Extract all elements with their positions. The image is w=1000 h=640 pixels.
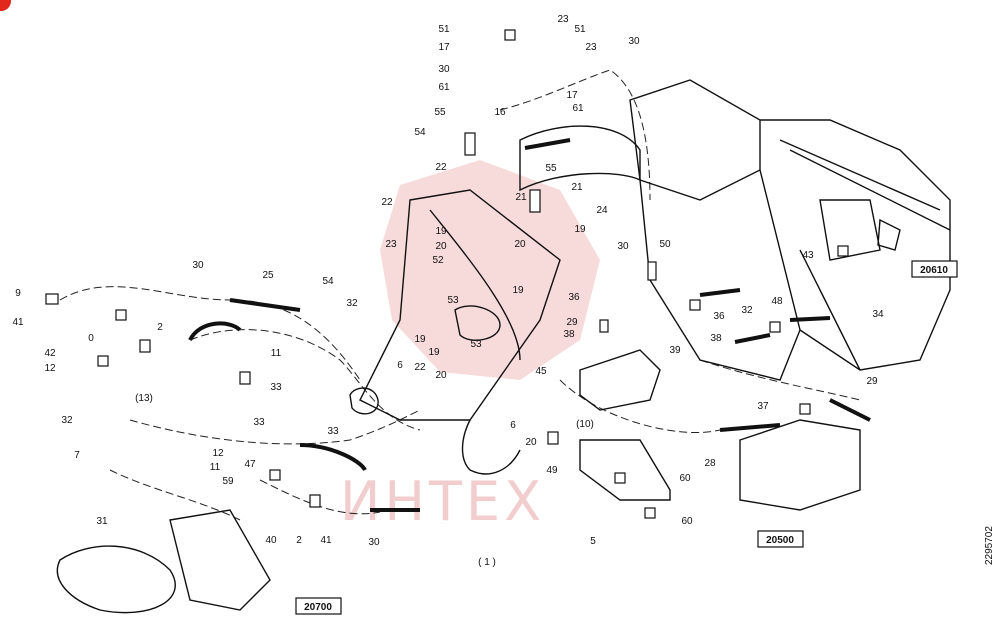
part-label: 47 <box>244 459 256 470</box>
part-label: 51 <box>438 24 450 35</box>
reference-box-20700: 20700 <box>304 602 332 613</box>
part-label: 51 <box>574 24 586 35</box>
part-label: (10) <box>576 419 594 430</box>
part-label: 55 <box>545 163 557 174</box>
part-label: 21 <box>571 182 583 193</box>
part-label: 29 <box>866 376 878 387</box>
part-label: 19 <box>574 224 586 235</box>
part-label: 61 <box>438 82 450 93</box>
part-label: 5 <box>590 536 596 547</box>
part-label: 55 <box>434 107 446 118</box>
part-label: 12 <box>44 363 56 374</box>
part-label: 54 <box>322 276 334 287</box>
part-label: 17 <box>566 90 578 101</box>
reference-box-20500: 20500 <box>766 535 794 546</box>
part-label: 39 <box>669 345 681 356</box>
part-label: 21 <box>515 192 527 203</box>
part-label: 37 <box>757 401 769 412</box>
part-label: 9 <box>15 288 21 299</box>
part-label: 41 <box>320 535 332 546</box>
part-label: 2 <box>296 535 302 546</box>
part-label: 60 <box>681 516 693 527</box>
part-label: 36 <box>568 292 580 303</box>
part-label: 34 <box>872 309 884 320</box>
part-label: 19 <box>414 334 426 345</box>
part-label: 25 <box>262 270 274 281</box>
part-label: 24 <box>596 205 608 216</box>
part-label: 52 <box>432 255 444 266</box>
part-label: 17 <box>438 42 450 53</box>
part-label: 60 <box>679 473 691 484</box>
part-label: 22 <box>414 362 426 373</box>
part-label: 30 <box>617 241 629 252</box>
part-label: 12 <box>212 448 224 459</box>
part-label: 20 <box>435 241 447 252</box>
part-label: 53 <box>447 295 459 306</box>
part-label: 43 <box>802 250 814 261</box>
part-label: 32 <box>61 415 73 426</box>
part-label: 2 <box>157 322 163 333</box>
corner-badge <box>0 0 11 11</box>
part-label: 31 <box>96 516 108 527</box>
part-label: 38 <box>563 329 575 340</box>
reference-box-group: 20610 20500 20700 <box>295 260 958 615</box>
part-label: 19 <box>428 347 440 358</box>
part-label: 6 <box>510 420 516 431</box>
part-label: 28 <box>704 458 716 469</box>
part-label: 23 <box>585 42 597 53</box>
part-label: 11 <box>271 348 282 359</box>
part-label: 50 <box>659 239 671 250</box>
part-label: 40 <box>265 535 277 546</box>
part-label: 19 <box>512 285 524 296</box>
part-label: 33 <box>253 417 265 428</box>
part-label: 53 <box>470 339 482 350</box>
diagram-caption: ( 1 ) <box>478 557 496 568</box>
part-label: 19 <box>435 226 447 237</box>
part-label: 0 <box>88 333 94 344</box>
watermark-logo <box>380 160 600 380</box>
part-label: 23 <box>385 239 397 250</box>
part-label: 38 <box>710 333 722 344</box>
watermark-text: ИНТЕХ <box>340 470 545 533</box>
part-label: 61 <box>572 103 584 114</box>
drawing-number: 2295702 <box>984 526 995 565</box>
part-label: 45 <box>535 366 547 377</box>
part-label: (13) <box>135 393 153 404</box>
part-label: 20 <box>435 370 447 381</box>
part-label: 22 <box>381 197 393 208</box>
part-label: 33 <box>327 426 339 437</box>
hoses <box>188 138 871 512</box>
part-label: 20 <box>525 437 537 448</box>
part-label: 30 <box>368 537 380 548</box>
part-label: 48 <box>771 296 783 307</box>
part-label: 30 <box>438 64 450 75</box>
reference-box-20610: 20610 <box>920 265 948 276</box>
part-label: 22 <box>435 162 447 173</box>
part-label: 11 <box>210 462 221 473</box>
part-label: 20 <box>514 239 526 250</box>
part-label: 29 <box>566 317 578 328</box>
part-label: 7 <box>74 450 80 461</box>
part-label: 41 <box>12 317 24 328</box>
part-label: 32 <box>741 305 753 316</box>
part-label: 32 <box>346 298 358 309</box>
fittings <box>45 29 849 519</box>
part-label: 30 <box>192 260 204 271</box>
part-label: 59 <box>222 476 234 487</box>
part-label: 23 <box>557 14 569 25</box>
part-label: 49 <box>546 465 558 476</box>
part-label: 6 <box>397 360 403 371</box>
part-label: 16 <box>494 107 506 118</box>
machine-frame <box>56 79 951 614</box>
part-label: 54 <box>414 127 426 138</box>
part-label: 42 <box>44 348 56 359</box>
part-label: 30 <box>628 36 640 47</box>
part-label: 33 <box>270 382 282 393</box>
part-label: 36 <box>713 311 725 322</box>
